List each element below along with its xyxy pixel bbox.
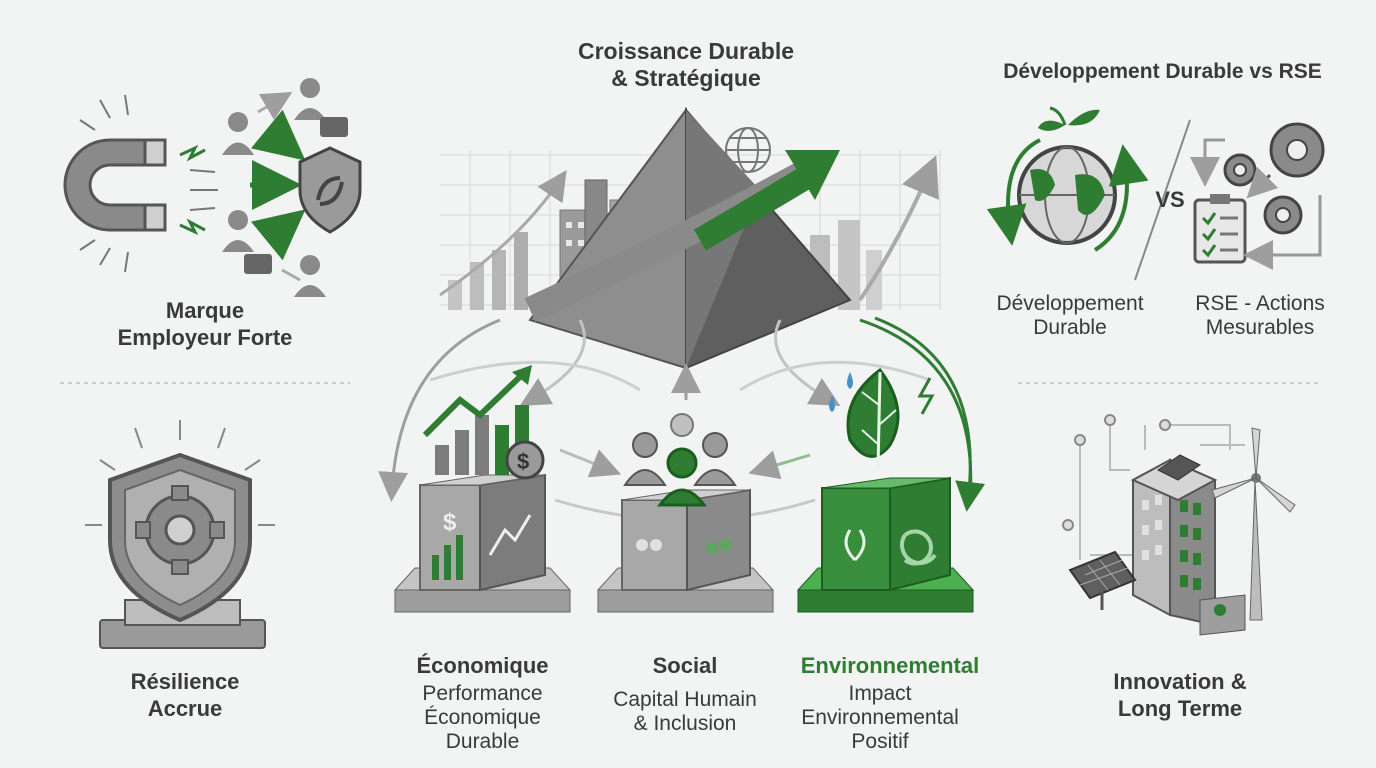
dev-durable-label: Développement Durable bbox=[975, 292, 1165, 340]
marque-employeur-line1: Marque bbox=[165, 298, 245, 323]
leaf-icon bbox=[829, 367, 935, 562]
pillar-social bbox=[596, 413, 775, 613]
solar-panel-icon bbox=[1068, 454, 1201, 610]
rse-line2: Mesurables bbox=[1205, 316, 1315, 339]
building-icon bbox=[1130, 458, 1246, 636]
svg-text:$: $ bbox=[517, 449, 529, 474]
center-title-line2: & Stratégique bbox=[611, 65, 761, 91]
people-icon bbox=[222, 78, 326, 297]
chart-icon: $ bbox=[422, 365, 545, 580]
dev-durable-vs-rse-title: Développement Durable vs RSE bbox=[1003, 60, 1322, 83]
pillar-social-line1: Capital Humain bbox=[613, 688, 757, 711]
marque-employeur-line2: Employeur Forte bbox=[117, 325, 293, 350]
pillar-economique-desc: Performance Économique Durable bbox=[385, 682, 580, 754]
globe-icon bbox=[725, 127, 771, 173]
shield-icon bbox=[298, 146, 362, 234]
pillar-environnemental-line3: Positif bbox=[851, 730, 909, 753]
center-title-line1: Croissance Durable bbox=[577, 38, 795, 64]
pillar-economique: $ $ bbox=[393, 365, 572, 613]
pillar-social-line2: & Inclusion bbox=[633, 712, 737, 735]
people-icon bbox=[623, 413, 737, 554]
vs-label: VS bbox=[1155, 187, 1185, 212]
resilience-line1: Résilience bbox=[130, 669, 240, 694]
innovation-line2: Long Terme bbox=[1117, 696, 1243, 721]
magnet-icon bbox=[63, 94, 218, 273]
pillar-environnemental-desc: Impact Environnemental Positif bbox=[780, 682, 980, 754]
marque-employeur-label: Marque Employeur Forte bbox=[90, 297, 320, 351]
pillar-economique-line2: Économique bbox=[424, 706, 541, 729]
dev-durable-line2: Durable bbox=[1033, 316, 1107, 339]
pillar-environnemental-line2: Environnemental bbox=[801, 706, 959, 729]
innovation-line1: Innovation & bbox=[1113, 669, 1247, 694]
arrow-icon bbox=[439, 150, 939, 322]
dev-durable-line1: Développement bbox=[996, 292, 1144, 315]
innovation-label: Innovation & Long Terme bbox=[1070, 668, 1290, 722]
globe-icon bbox=[986, 106, 1149, 252]
svg-text:$: $ bbox=[443, 509, 457, 536]
rse-line1: RSE - Actions bbox=[1195, 292, 1325, 315]
pillar-economique-line3: Durable bbox=[445, 730, 520, 753]
pillar-social-desc: Capital Humain & Inclusion bbox=[590, 688, 780, 736]
center-title: Croissance Durable & Stratégique bbox=[530, 38, 842, 92]
pillar-environnemental-title: Environnemental bbox=[800, 653, 980, 678]
resilience-label: Résilience Accrue bbox=[80, 668, 290, 722]
pillar-environnemental-line1: Impact bbox=[848, 682, 912, 705]
pillar-economique-line1: Performance bbox=[422, 682, 543, 705]
dollar-icon: $ bbox=[443, 509, 457, 536]
resilience-line2: Accrue bbox=[147, 696, 223, 721]
wind-turbine-icon bbox=[1211, 427, 1296, 621]
rse-label: RSE - Actions Mesurables bbox=[1170, 292, 1350, 340]
recycle-icon bbox=[899, 529, 937, 566]
pillar-economique-title: Économique bbox=[416, 653, 549, 678]
arrows-to-shield bbox=[250, 109, 306, 261]
pillar-social-title: Social bbox=[652, 653, 718, 678]
gear-icon bbox=[1190, 122, 1325, 270]
pillar-environnemental bbox=[796, 367, 975, 613]
gear-shield-icon bbox=[85, 420, 275, 649]
checklist-icon bbox=[1193, 194, 1247, 264]
